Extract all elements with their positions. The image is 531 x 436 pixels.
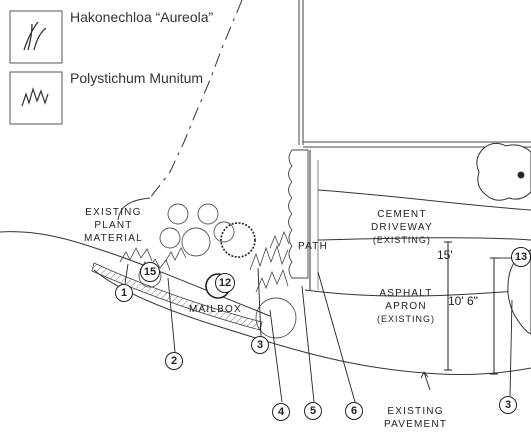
callout-6: 6 [345, 402, 363, 420]
callout-3-right: 3 [499, 396, 517, 414]
callout-3: 3 [251, 336, 269, 354]
right-shrub [476, 142, 531, 201]
label-path: PATH [298, 241, 328, 252]
legend-swatch-grass [9, 10, 63, 64]
callout-13: 13 [511, 247, 531, 267]
callout-12: 12 [215, 273, 235, 293]
legend-swatch-fern [9, 71, 63, 125]
callout-15: 15 [140, 262, 160, 282]
callout-1: 1 [115, 284, 133, 302]
label-existing-pavement: EXISTING PAVEMENT [384, 406, 448, 430]
callout-4: 4 [272, 403, 290, 421]
leader-lines [124, 257, 513, 403]
label-mailbox: MAILBOX [189, 304, 242, 315]
bed-boundaries [0, 150, 531, 376]
dimension-lines [444, 241, 498, 375]
dimension-15ft: 15' [437, 248, 453, 262]
label-cement-driveway: CEMENT DRIVEWAY (EXISTING) [371, 209, 433, 245]
label-existing-plant-material: EXISTING PLANT MATERIAL [84, 207, 143, 244]
callout-5: 5 [304, 402, 322, 420]
hedge [288, 149, 309, 279]
dimension-10ft-6in: 10' 6" [448, 294, 478, 308]
legend-label-polystichum: Polystichum Munitum [70, 70, 204, 86]
legend-label-hakonechloa: Hakonechloa “Aureola” [70, 9, 214, 25]
callout-2: 2 [165, 352, 183, 370]
building-outline [298, 0, 531, 148]
property-line [149, 0, 243, 199]
label-asphalt-apron: ASPHALT APRON (EXISTING) [377, 288, 436, 324]
